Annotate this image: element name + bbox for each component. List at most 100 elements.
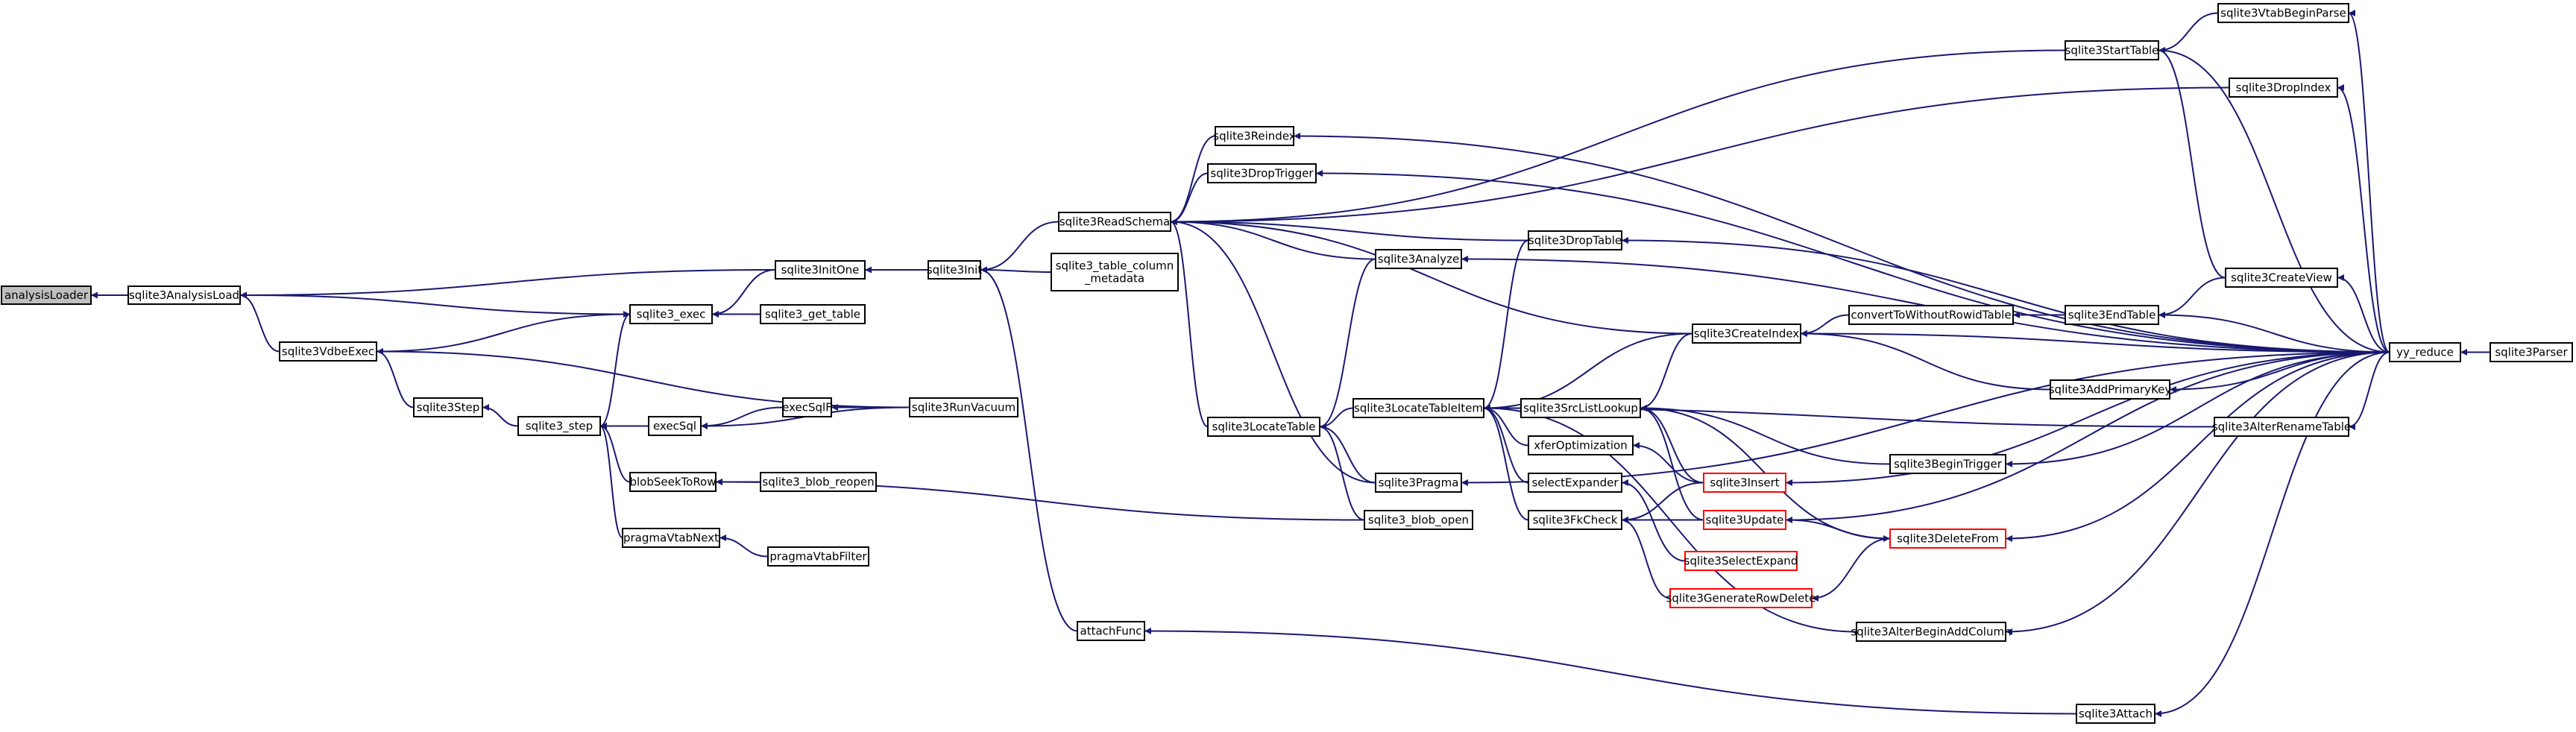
node-sqlite3-generate-row-delete[interactable]: sqlite3GenerateRowDelete: [1666, 588, 1816, 608]
node-sqlite3-init[interactable]: sqlite3Init: [927, 260, 982, 280]
node-sqlite3-alter-begin-add-column[interactable]: sqlite3AlterBeginAddColumn: [1851, 622, 2012, 642]
node-box: [1375, 249, 1462, 269]
node-label: sqlite3Insert: [1710, 476, 1779, 490]
node-sqlite3-exec[interactable]: sqlite3_exec: [629, 304, 713, 324]
edge-sqlite3-generate-row-delete-to-sqlite3-fk-check: [1621, 517, 1671, 599]
node-box: [2065, 305, 2159, 325]
node-sqlite3-run-vacuum[interactable]: sqlite3RunVacuum: [909, 397, 1018, 417]
node-label: sqlite3SrcListLookup: [1523, 402, 1638, 415]
node-label: sqlite3AlterRenameTable: [2212, 420, 2351, 434]
node-sqlite3-drop-table[interactable]: sqlite3DropTable: [1528, 230, 1622, 250]
node-sqlite3-locate-table[interactable]: sqlite3LocateTable: [1207, 417, 1320, 437]
node-exec-sql[interactable]: execSql: [648, 416, 702, 436]
node-sqlite3-end-table[interactable]: sqlite3EndTable: [2065, 305, 2159, 325]
edge-sqlite3-analyze-to-sqlite3-locate-table: [1319, 258, 1376, 430]
node-sqlite3-add-primary-key[interactable]: sqlite3AddPrimaryKey: [2049, 379, 2172, 400]
edge-sqlite3-drop-index-to-sqlite3-read-schema: [1170, 86, 2230, 225]
node-sqlite3-step[interactable]: sqlite3Step: [413, 397, 483, 417]
node-sqlite3-locate-table-item[interactable]: sqlite3LocateTableItem: [1352, 398, 1484, 418]
node-sqlite3-table-column-metadata[interactable]: sqlite3_table_column_metadata: [1051, 253, 1179, 291]
node-sqlite3-begin-trigger[interactable]: sqlite3BeginTrigger: [1889, 454, 2006, 474]
node-sqlite3-get-table[interactable]: sqlite3_get_table: [760, 304, 866, 324]
node-sqlite3-blob-reopen[interactable]: sqlite3_blob_reopen: [760, 472, 877, 492]
node-label: sqlite3Update: [1706, 514, 1784, 527]
node-pragma-vtab-next[interactable]: pragmaVtabNext: [622, 528, 720, 548]
node-box: [1889, 529, 2006, 549]
edge-sqlite3-pragma-to-sqlite3-locate-table: [1319, 423, 1376, 484]
node-label: sqlite3BeginTrigger: [1894, 458, 2003, 471]
node-analysis-loader[interactable]: analysisLoader: [1, 285, 92, 305]
node-box: [1207, 417, 1320, 437]
node-label: sqlite3DropTrigger: [1210, 167, 1314, 180]
edge-yy-reduce-to-sqlite3-pragma: [1461, 351, 2390, 486]
edge-select-expander-to-sqlite3-locate-table-item: [1483, 405, 1529, 484]
edge-sqlite3-locate-table-item-to-sqlite3-locate-table: [1319, 407, 1354, 430]
node-sqlite3-delete-from[interactable]: sqlite3DeleteFrom: [1889, 529, 2006, 549]
node-exec-sql-f[interactable]: execSqlF: [782, 397, 832, 417]
edge-yy-reduce-to-sqlite3-update: [1785, 351, 2390, 523]
edge-exec-sql-f-to-exec-sql: [700, 406, 784, 429]
node-box: [1520, 398, 1641, 418]
node-sqlite3-insert[interactable]: sqlite3Insert: [1703, 473, 1786, 493]
node-sqlite3-update[interactable]: sqlite3Update: [1703, 510, 1786, 530]
node-attach-func[interactable]: attachFunc: [1077, 621, 1145, 641]
edge-yy-reduce-to-sqlite3-create-index: [1800, 330, 2390, 353]
node-sqlite3-src-list-lookup[interactable]: sqlite3SrcListLookup: [1520, 398, 1641, 418]
edge-yy-reduce-to-sqlite3-end-table: [2158, 312, 2390, 353]
node-box: [1703, 510, 1786, 530]
node-sqlite3-reindex[interactable]: sqlite3Reindex: [1213, 126, 1296, 146]
node-blob-seek-to-row[interactable]: blobSeekToRow: [629, 472, 717, 492]
edge-sqlite3-step-to-sqlite3-vdbe-exec: [376, 348, 415, 408]
node-pragma-vtab-filter[interactable]: pragmaVtabFilter: [767, 546, 869, 567]
node-sqlite3-select-expand[interactable]: sqlite3SelectExpand: [1684, 551, 1798, 571]
node-label: pragmaVtabFilter: [769, 550, 867, 564]
edge-sqlite3-locate-table-to-sqlite3-read-schema: [1170, 218, 1209, 428]
node-sqlite3-init-one[interactable]: sqlite3InitOne: [775, 260, 866, 280]
node-sqlite3-blob-open[interactable]: sqlite3_blob_open: [1364, 510, 1473, 530]
node-sqlite3-fk-check[interactable]: sqlite3FkCheck: [1528, 510, 1622, 530]
node-sqlite3-step[interactable]: sqlite3_step: [517, 416, 601, 436]
edge-sqlite3-create-view-to-sqlite3-end-table: [2158, 277, 2226, 318]
node-label: sqlite3StartTable: [2065, 44, 2159, 57]
node-select-expander[interactable]: selectExpander: [1528, 473, 1622, 493]
node-sqlite3-attach[interactable]: sqlite3Attach: [2076, 704, 2155, 724]
node-sqlite3-alter-rename-table[interactable]: sqlite3AlterRenameTable: [2212, 417, 2351, 437]
node-box: [1364, 510, 1473, 530]
node-sqlite3-create-view[interactable]: sqlite3CreateView: [2225, 268, 2338, 288]
node-box: [1058, 212, 1171, 232]
node-label: convertToWithoutRowidTable: [1851, 309, 2011, 322]
edge-sqlite3-exec-to-sqlite3-analysis-load: [239, 291, 631, 315]
edge-sqlite3-create-view-to-sqlite3-start-table: [2158, 47, 2226, 279]
node-sqlite3-analysis-load[interactable]: sqlite3AnalysisLoad: [127, 285, 241, 305]
node-box: [622, 528, 720, 548]
node-label: sqlite3DropIndex: [2236, 81, 2331, 95]
node-convert-to-without-rowid-table[interactable]: convertToWithoutRowidTable: [1848, 305, 2014, 325]
edge-yy-reduce-to-sqlite3-delete-from: [2005, 351, 2390, 542]
node-yy-reduce[interactable]: yy_reduce: [2389, 342, 2461, 362]
node-sqlite3-vtab-begin-parse[interactable]: sqlite3VtabBeginParse: [2217, 3, 2349, 23]
node-label: sqlite3VdbeExec: [282, 345, 374, 359]
node-box: [1856, 622, 2006, 642]
node-label: sqlite3VtabBeginParse: [2220, 7, 2346, 20]
edge-pragma-vtab-next-to-sqlite3-step: [599, 423, 623, 539]
edge-sqlite3-insert-to-sqlite3-fk-check: [1621, 482, 1704, 523]
edge-sqlite3-vtab-begin-parse-to-sqlite3-start-table: [2158, 12, 2219, 54]
node-sqlite3-drop-trigger[interactable]: sqlite3DropTrigger: [1207, 163, 1317, 183]
node-sqlite3-create-index[interactable]: sqlite3CreateIndex: [1692, 324, 1801, 344]
edge-yy-reduce-to-sqlite3-drop-table: [1621, 237, 2390, 353]
node-xfer-optimization[interactable]: xferOptimization: [1528, 435, 1634, 455]
node-box: [1528, 510, 1622, 530]
node-sqlite3-read-schema[interactable]: sqlite3ReadSchema: [1058, 212, 1171, 232]
node-sqlite3-pragma[interactable]: sqlite3Pragma: [1375, 473, 1462, 493]
node-sqlite3-analyze[interactable]: sqlite3Analyze: [1375, 249, 1462, 269]
edge-yy-reduce-to-sqlite3-alter-begin-add-column: [2005, 351, 2390, 635]
node-label: sqlite3ReadSchema: [1059, 215, 1170, 229]
node-box: [1077, 621, 1145, 641]
node-box: [767, 546, 869, 567]
node-sqlite3-parser[interactable]: sqlite3Parser: [2490, 342, 2573, 362]
node-sqlite3-start-table[interactable]: sqlite3StartTable: [2065, 40, 2159, 60]
node-label: sqlite3AnalysisLoad: [129, 288, 239, 302]
node-label: sqlite3CreateIndex: [1694, 327, 1800, 341]
node-sqlite3-drop-index[interactable]: sqlite3DropIndex: [2229, 78, 2338, 98]
node-sqlite3-vdbe-exec[interactable]: sqlite3VdbeExec: [279, 341, 377, 362]
